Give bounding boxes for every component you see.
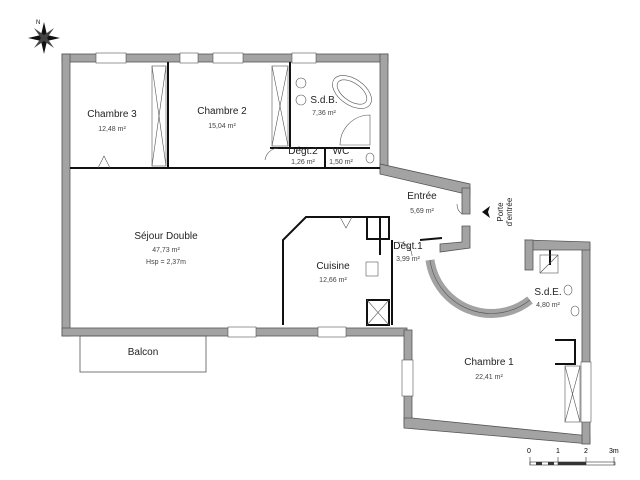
- bathtub-icon: [332, 75, 372, 109]
- room-name: Cuisine: [316, 261, 350, 272]
- room-area: 3,99 m²: [396, 256, 420, 263]
- room-area: 47,73 m²: [152, 247, 180, 254]
- room-name: S.d.B.: [310, 95, 338, 106]
- entrance-label: Porte d'entrée: [486, 183, 514, 227]
- window: [95, 52, 127, 64]
- scale-bar: [529, 457, 616, 466]
- room-sejour-double: Séjour Double 47,73 m² Hsp = 2,37m: [134, 231, 197, 266]
- entrance-arrow-icon: [482, 206, 490, 218]
- room-sde: S.d.E. 4,80 m²: [534, 287, 561, 309]
- window: [317, 326, 347, 338]
- room-chambre-2: Chambre 2 15,04 m²: [197, 106, 246, 130]
- room-area: 1,50 m²: [329, 159, 353, 166]
- scale-tick-1: 1: [556, 448, 560, 455]
- window: [580, 361, 592, 423]
- room-name: Chambre 1: [464, 357, 514, 368]
- room-area: 22,41 m²: [475, 374, 503, 381]
- room-name: Chambre 3: [87, 109, 137, 120]
- room-chambre-3: Chambre 3 12,48 m²: [87, 109, 136, 133]
- closets: [151, 65, 581, 423]
- window: [212, 52, 244, 64]
- scale-tick-3: 3m: [609, 448, 619, 455]
- ceiling-height: Hsp = 2,37m: [146, 259, 186, 266]
- room-area: 12,66 m²: [319, 277, 347, 284]
- room-area: 7,36 m²: [312, 110, 336, 117]
- svg-text:N: N: [36, 20, 40, 26]
- window: [227, 326, 257, 338]
- room-name: Balcon: [127, 347, 159, 358]
- room-name: S.d.E.: [534, 287, 562, 298]
- sink-icon: [295, 77, 580, 317]
- room-name: WC: [332, 146, 350, 157]
- room-sdb: S.d.B. 7,36 m²: [310, 95, 337, 117]
- shower-icon: [339, 114, 559, 274]
- room-degt-2: Dégt.2 1,26 m²: [288, 146, 317, 166]
- room-name: Chambre 2: [197, 106, 247, 117]
- scale-tick-0: 0: [527, 448, 531, 455]
- windows: [95, 52, 592, 423]
- room-degt-1: Dégt.1 3,99 m²: [393, 241, 422, 263]
- room-name: Séjour Double: [134, 231, 198, 242]
- doors: [97, 147, 463, 257]
- room-balcon: Balcon: [128, 347, 159, 358]
- room-name: Entrée: [407, 191, 437, 202]
- entrance-label-line2: d'entrée: [505, 197, 514, 227]
- room-wc: WC 1,50 m²: [329, 146, 353, 166]
- room-area: 15,04 m²: [208, 123, 236, 130]
- window: [291, 52, 317, 64]
- room-entree: Entrée 5,69 m²: [407, 191, 436, 215]
- room-name: Dégt.2: [288, 146, 318, 157]
- room-area: 12,48 m²: [98, 126, 126, 133]
- room-area: 5,69 m²: [410, 208, 434, 215]
- room-cuisine: Cuisine 12,66 m²: [316, 261, 349, 284]
- window: [179, 52, 199, 64]
- toilet-icon: [365, 152, 573, 296]
- room-area: 1,26 m²: [291, 159, 315, 166]
- window: [401, 359, 414, 397]
- scale-tick-2: 2: [584, 448, 588, 455]
- entrance-label-line1: Porte: [496, 202, 505, 222]
- interior-walls: [70, 62, 576, 365]
- room-name: Dégt.1: [393, 241, 423, 252]
- room-chambre-1: Chambre 1 22,41 m²: [464, 357, 513, 381]
- room-area: 4,80 m²: [536, 302, 560, 309]
- compass-rose-icon: N: [28, 20, 60, 54]
- balcony: [79, 335, 207, 373]
